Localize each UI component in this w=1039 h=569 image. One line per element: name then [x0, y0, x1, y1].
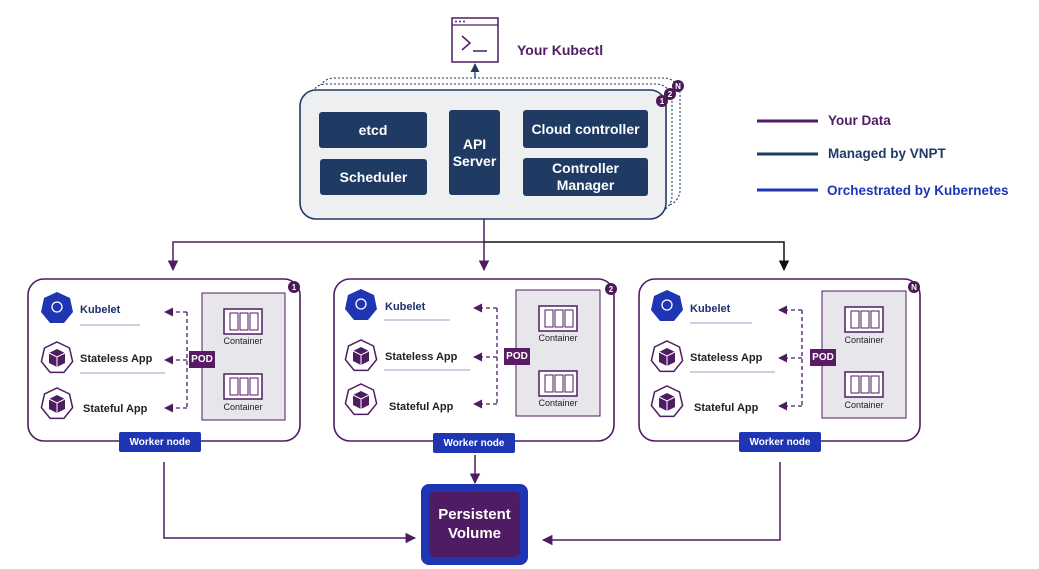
control-plane-badge-n: N: [672, 80, 684, 92]
workern-pod-arrows: [778, 305, 803, 411]
worker2-stateful-label: Stateful App: [389, 401, 454, 413]
kubelet-icon-n: [651, 290, 683, 321]
legend-orchestrated-by-kubernetes: Orchestrated by Kubernetes: [827, 183, 1009, 198]
api-to-worker1-arrow: [167, 241, 484, 272]
worker2-pod: POD: [504, 348, 530, 365]
kubelet-icon-2: [345, 289, 377, 320]
stateless-app-icon-2: [344, 339, 378, 372]
worker2-footer: Worker node: [433, 433, 515, 453]
container-icon-2a: [538, 305, 578, 332]
worker1-container2-label: Container: [223, 402, 263, 412]
workern-badge: N: [908, 281, 920, 293]
workern-stateless-label: Stateless App: [690, 352, 763, 364]
container-icon-1b: [223, 373, 263, 400]
worker2-stateless-label: Stateless App: [385, 351, 458, 363]
worker1-stateful-label: Stateful App: [83, 403, 148, 415]
worker1-footer: Worker node: [119, 432, 201, 452]
container-icon-2b: [538, 370, 578, 397]
scheduler-box: Scheduler: [320, 159, 427, 195]
stateful-app-icon-n: [650, 385, 684, 418]
workern-container2-label: Container: [844, 400, 884, 410]
stateless-app-icon-n: [650, 340, 684, 373]
worker1-pod-arrows: [164, 307, 188, 413]
worker2-kubelet-label: Kubelet: [385, 301, 426, 313]
persistent-volume-label: Persistent Volume: [438, 506, 511, 542]
worker2-badge: 2: [605, 283, 617, 295]
label-underlines: [80, 319, 775, 374]
worker1-pod: POD: [189, 351, 215, 368]
stateless-app-icon-1: [40, 341, 74, 374]
worker2-container2-label: Container: [538, 398, 578, 408]
worker1-to-volume-arrow: [163, 462, 417, 544]
workern-to-volume-arrow: [541, 462, 781, 546]
worker2-container1-label: Container: [538, 333, 578, 343]
stateful-app-icon-2: [344, 383, 378, 416]
worker1-kubelet-label: Kubelet: [80, 304, 121, 316]
kubectl-label: Your Kubectl: [517, 42, 604, 58]
workern-pod: POD: [810, 349, 836, 366]
workern-stateful-label: Stateful App: [694, 402, 759, 414]
worker2-pod-arrows: [473, 303, 498, 409]
worker1-badge: 1: [288, 281, 300, 293]
container-icon-nb: [844, 371, 884, 398]
legend-your-data: Your Data: [828, 113, 891, 128]
cloud-controller-box: Cloud controller: [523, 110, 648, 148]
workern-kubelet-label: Kubelet: [690, 303, 731, 315]
controller-manager-box: Controller Manager: [523, 158, 648, 196]
app-icons: [40, 339, 684, 420]
workern-footer: Worker node: [739, 432, 821, 452]
workern-container1-label: Container: [844, 335, 884, 345]
terminal-icon: [451, 17, 499, 63]
container-icon-1a: [223, 308, 263, 335]
legend-managed-by-vnpt: Managed by VNPT: [828, 146, 946, 161]
worker1-container1-label: Container: [223, 336, 263, 346]
etcd-box: etcd: [319, 112, 427, 148]
api-to-workern-arrow: [484, 241, 790, 272]
container-icon-na: [844, 306, 884, 333]
worker1-stateless-label: Stateless App: [80, 353, 153, 365]
control-plane-badge-2: 2: [664, 88, 676, 100]
kubelet-icon-1: [41, 292, 73, 323]
stateful-app-icon-1: [40, 387, 74, 420]
api-server-box: API Server: [449, 110, 500, 195]
persistent-volume-inner: [429, 492, 520, 557]
